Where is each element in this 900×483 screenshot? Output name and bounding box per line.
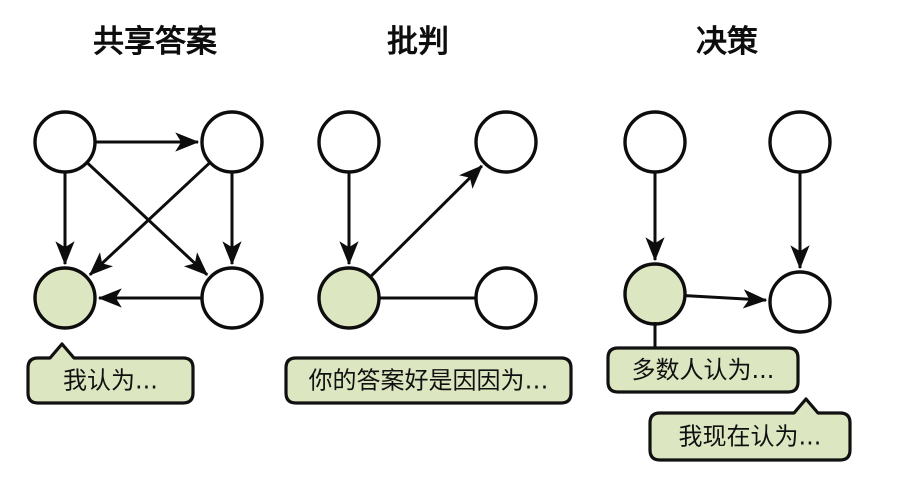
bubble-text: 我现在认为... [679, 423, 822, 451]
nodes-layer [33, 110, 832, 334]
speech-bubbles-layer: 我认为... 你的答案好是因因为… 多数人认为... 我现在认为... [26, 322, 852, 462]
bubble-shape [26, 342, 195, 405]
speech-bubble-p3-bubble-2[interactable]: 我现在认为... [648, 397, 852, 462]
edges-layer [55, 132, 810, 309]
speech-bubble-p1-bubble[interactable]: 我认为... [26, 342, 195, 405]
panel-titles: 共享答案 批判 决策 [93, 24, 758, 60]
agent-node[interactable] [200, 110, 264, 174]
agent-node[interactable] [200, 266, 264, 330]
bubble-shape [648, 397, 852, 462]
agent-node-active[interactable] [33, 266, 97, 330]
edge-p3-bl-to-p3-br [685, 289, 768, 309]
agent-node[interactable] [623, 110, 687, 174]
panel-title-shared-answer: 共享答案 [93, 24, 218, 60]
panel-title-decision: 决策 [696, 24, 758, 60]
bubble-text: 你的答案好是因因为… [309, 367, 549, 395]
agent-node[interactable] [474, 266, 538, 330]
agent-node[interactable] [317, 110, 381, 174]
edge-p2-bl-to-p2-tr [369, 164, 483, 278]
agent-node[interactable] [474, 110, 538, 174]
edge-p1-tl-to-p1-br [86, 161, 209, 276]
agent-node-active[interactable] [623, 262, 687, 326]
agent-node[interactable] [33, 110, 97, 174]
bubble-text: 我认为... [63, 367, 158, 395]
speech-bubble-p3-bubble-1[interactable]: 多数人认为... [606, 322, 800, 394]
edge-p1-tr-to-p1-bl [88, 161, 211, 276]
agent-node-active[interactable] [317, 266, 381, 330]
bubble-shape [284, 356, 573, 405]
agent-node[interactable] [768, 270, 832, 334]
bubble-shape [606, 346, 800, 394]
agent-node[interactable] [768, 110, 832, 174]
panel-title-critique: 批判 [387, 24, 449, 60]
bubble-text: 多数人认为... [632, 356, 775, 384]
speech-bubble-p2-bubble[interactable]: 你的答案好是因因为… [284, 356, 573, 405]
